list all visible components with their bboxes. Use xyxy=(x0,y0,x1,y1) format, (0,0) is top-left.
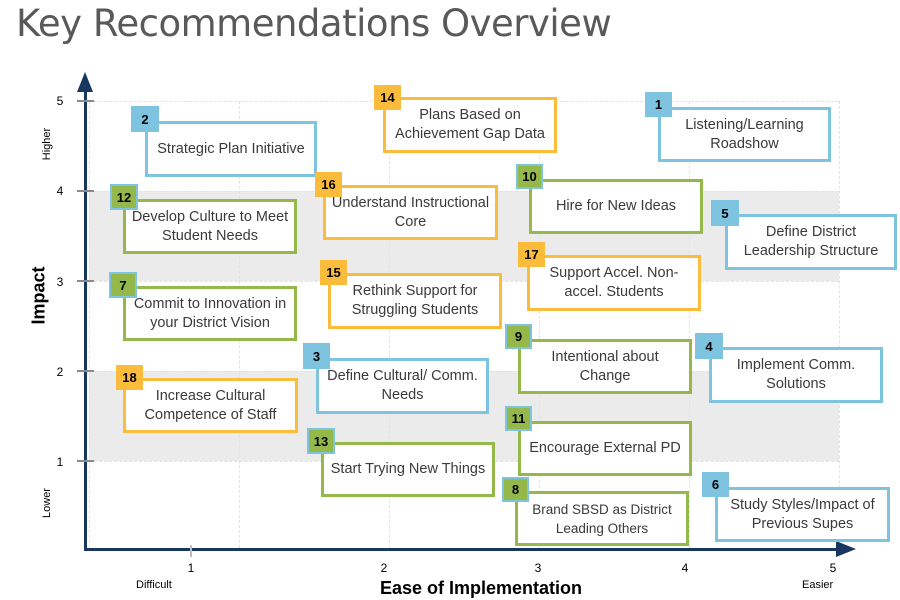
page-title: Key Recommendations Overview xyxy=(16,2,612,45)
x-tick-label-2: 2 xyxy=(380,561,388,575)
card-label: Start Trying New Things xyxy=(330,461,486,477)
card-label: Rethink Support for Struggling Students xyxy=(351,283,479,318)
x-axis-low-label: Difficult xyxy=(136,579,172,591)
number-badge-7: 7 xyxy=(109,272,137,298)
y-axis-low-label: Lower xyxy=(41,488,53,518)
card-label: Hire for New Ideas xyxy=(555,198,677,214)
recommendation-card-15: Rethink Support for Struggling Students xyxy=(328,273,502,329)
recommendation-card-1: Listening/Learning Roadshow xyxy=(658,107,831,162)
x-tick-label-3: 3 xyxy=(534,561,542,575)
x-tick-label-5: 5 xyxy=(829,561,837,575)
recommendation-card-3: Define Cultural/ Comm. Needs xyxy=(316,358,489,414)
number-badge-13: 13 xyxy=(307,428,335,454)
number-badge-12: 12 xyxy=(110,184,138,210)
card-label: Listening/Learning Roadshow xyxy=(685,116,804,152)
card-label: Strategic Plan Initiative xyxy=(157,140,305,157)
number-badge-15: 15 xyxy=(320,260,347,285)
number-badge-17: 17 xyxy=(518,242,545,267)
recommendation-card-18: Increase Cultural Competence of Staff xyxy=(123,378,298,433)
x-tick-1 xyxy=(190,545,192,557)
number-badge-6: 6 xyxy=(702,472,729,497)
y-tick-label-3: 3 xyxy=(56,275,64,289)
recommendation-card-6: Study Styles/Impact of Previous Supes xyxy=(715,487,890,542)
recommendation-card-17: Support Accel. Non-accel. Students xyxy=(527,255,701,311)
y-tick-label-1: 1 xyxy=(56,455,64,469)
y-tick-label-5: 5 xyxy=(56,94,64,108)
card-label: Intentional about Change xyxy=(551,348,659,384)
recommendation-card-16: Understand Instructional Core xyxy=(323,185,498,240)
y-tick-4 xyxy=(77,190,94,192)
x-tick-label-4: 4 xyxy=(681,561,689,575)
number-badge-5: 5 xyxy=(711,200,739,226)
card-label: Implement Comm. Solutions xyxy=(736,357,856,392)
y-tick-1 xyxy=(77,460,94,462)
y-tick-label-4: 4 xyxy=(56,184,64,198)
number-badge-14: 14 xyxy=(374,85,401,110)
number-badge-18: 18 xyxy=(116,365,143,390)
recommendation-card-7: Commit to Innovation in your District Vi… xyxy=(123,286,297,341)
y-tick-5 xyxy=(77,100,94,102)
x-axis-arrow-icon xyxy=(836,541,856,557)
recommendation-card-12: Develop Culture to Meet Student Needs xyxy=(123,199,297,254)
y-axis-line xyxy=(84,80,87,550)
recommendation-card-14: Plans Based on Achievement Gap Data xyxy=(383,97,557,153)
gridline-x-a xyxy=(89,101,90,548)
recommendation-card-9: Intentional about Change xyxy=(518,339,692,394)
x-axis-line xyxy=(84,548,840,551)
recommendation-card-8: Brand SBSD as District Leading Others xyxy=(515,491,689,546)
number-badge-16: 16 xyxy=(315,172,342,197)
recommendation-card-13: Start Trying New Things xyxy=(321,442,495,497)
number-badge-1: 1 xyxy=(645,92,672,117)
y-axis-arrow-icon xyxy=(77,72,93,92)
number-badge-10: 10 xyxy=(516,164,543,189)
number-badge-11: 11 xyxy=(505,406,532,431)
y-tick-2 xyxy=(77,370,94,372)
x-tick-label-1: 1 xyxy=(187,561,195,575)
number-badge-2: 2 xyxy=(131,106,159,132)
number-badge-9: 9 xyxy=(505,324,532,349)
x-axis-title: Ease of Implementation xyxy=(380,578,583,598)
recommendation-card-4: Implement Comm. Solutions xyxy=(709,347,883,403)
recommendation-card-10: Hire for New Ideas xyxy=(529,179,703,234)
gridline-x-d xyxy=(539,101,540,548)
card-label: Understand Instructional Core xyxy=(331,194,490,230)
recommendation-card-2: Strategic Plan Initiative xyxy=(145,121,317,177)
card-label: Support Accel. Non-accel. Students xyxy=(549,265,679,300)
y-axis-high-label: Higher xyxy=(41,127,53,161)
number-badge-8: 8 xyxy=(502,477,529,502)
card-label: Define District Leadership Structure xyxy=(743,224,879,259)
recommendation-card-5: Define District Leadership Structure xyxy=(725,214,897,270)
card-label: Define Cultural/ Comm. Needs xyxy=(327,368,478,403)
gridline-x-e xyxy=(689,101,690,548)
y-tick-3 xyxy=(77,280,94,282)
number-badge-4: 4 xyxy=(695,333,723,359)
card-label: Encourage External PD xyxy=(529,440,681,456)
y-tick-label-2: 2 xyxy=(56,365,64,379)
card-label: Study Styles/Impact of Previous Supes xyxy=(730,496,875,532)
card-label: Develop Culture to Meet Student Needs xyxy=(131,208,289,244)
y-axis-title: Impact xyxy=(28,266,49,325)
number-badge-3: 3 xyxy=(303,343,330,369)
card-label: Brand SBSD as District Leading Others xyxy=(532,501,672,536)
card-label: Increase Cultural Competence of Staff xyxy=(144,387,277,423)
recommendation-card-11: Encourage External PD xyxy=(518,421,692,476)
gridline-x-f xyxy=(839,101,840,548)
card-label: Plans Based on Achievement Gap Data xyxy=(395,107,545,142)
card-label: Commit to Innovation in your District Vi… xyxy=(133,295,287,331)
x-axis-high-label: Easier xyxy=(802,579,834,591)
